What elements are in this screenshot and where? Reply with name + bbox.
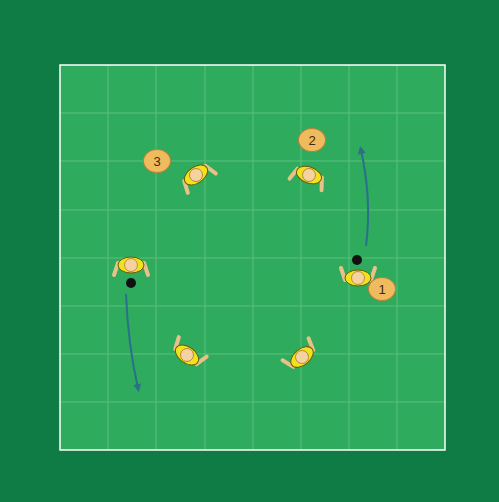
player <box>283 338 321 374</box>
player <box>290 162 328 191</box>
pitch <box>60 65 445 450</box>
run-arrow <box>126 294 138 388</box>
callout-number: 2 <box>298 128 326 152</box>
player <box>177 159 215 193</box>
grid <box>60 65 445 450</box>
pitch-border <box>60 65 445 450</box>
callout-number: 1 <box>368 277 396 301</box>
ball <box>352 255 362 265</box>
callout-number: 3 <box>143 149 171 173</box>
run-arrow <box>361 150 368 246</box>
ball <box>126 278 136 288</box>
player <box>114 257 148 275</box>
player <box>168 337 206 371</box>
